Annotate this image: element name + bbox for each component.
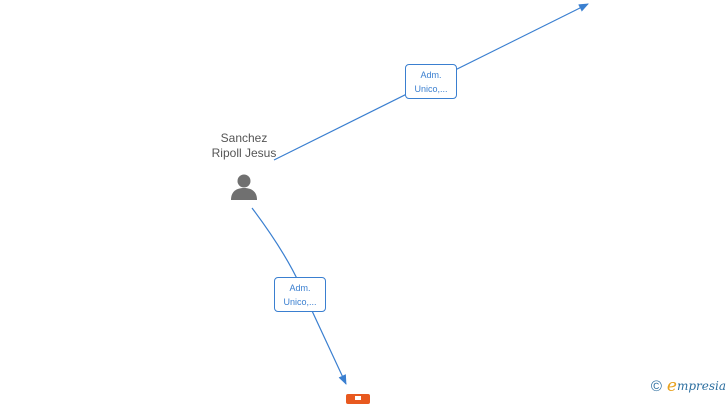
copyright-symbol: © [650, 377, 662, 395]
person-name-line-2: Ripoll Jesus [211, 146, 277, 160]
relation-label-top[interactable]: Adm. Unico,... [405, 64, 457, 99]
company-node-bottom-icon[interactable] [346, 394, 370, 404]
person-name-line-1: Sanchez [220, 131, 268, 145]
person-icon[interactable] [229, 172, 259, 202]
brand-logo-initial: e [666, 376, 677, 396]
relation-label-bottom-line-1: Adm. [289, 283, 311, 293]
relation-label-top-line-2: Unico,... [414, 84, 448, 94]
brand-logo-text: mpresia [676, 379, 726, 393]
relation-label-bottom-line-2: Unico,... [283, 297, 317, 307]
brand-logo: © e mpresia [651, 376, 726, 396]
person-name[interactable]: Sanchez Ripoll Jesus [194, 131, 294, 161]
relation-label-top-line-1: Adm. [420, 70, 442, 80]
relation-label-bottom[interactable]: Adm. Unico,... [274, 277, 326, 312]
